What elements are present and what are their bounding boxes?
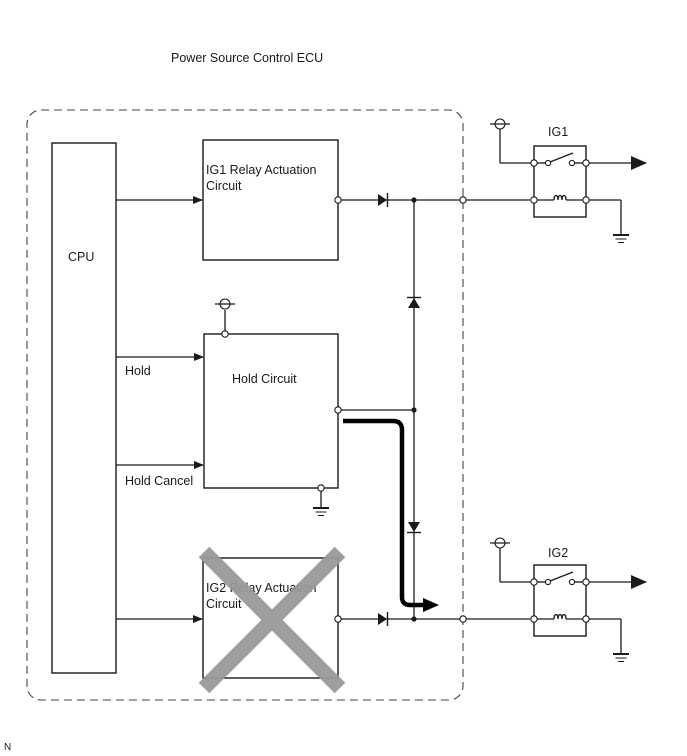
ig2-ground-icon	[589, 618, 629, 662]
ig2-output-line	[334, 615, 530, 623]
ig1-relay-actuation-label-line2: Circuit	[206, 179, 242, 193]
upper-bus-diode-icon	[407, 296, 421, 308]
ig2-relay-actuation-label-line2: Circuit	[206, 597, 242, 611]
ig1-power-source-icon	[490, 118, 534, 164]
ig1-output-line	[334, 196, 530, 204]
current-flow-arrow	[343, 418, 424, 608]
cpu-block	[51, 142, 117, 674]
ig1-switch-icon	[530, 152, 590, 167]
hold-cancel-signal-label: Hold Cancel	[125, 474, 193, 488]
ig1-relay: IG1	[490, 118, 647, 243]
ecu-title: Power Source Control ECU	[171, 51, 323, 65]
ig2-coil-icon	[530, 613, 590, 623]
hold-circuit-block	[203, 333, 339, 489]
ig1-relay-actuation-block	[202, 139, 339, 261]
hold-signal-label: Hold	[125, 364, 151, 378]
ig1-relay-label: IG1	[548, 125, 568, 139]
cpu-label: CPU	[68, 250, 94, 264]
ig2-switch-icon	[530, 571, 590, 586]
failure-cross-icon	[198, 546, 346, 694]
ig2-junction-dot	[411, 616, 417, 622]
ig2-relay-label: IG2	[548, 546, 568, 560]
ig1-ground-icon	[589, 199, 629, 243]
ig2-diode-icon	[378, 612, 389, 626]
hold-output-line	[334, 406, 417, 414]
lower-bus-diode-icon	[407, 522, 421, 534]
ig1-coil-icon	[530, 194, 590, 204]
ig1-diode-icon	[378, 193, 389, 207]
ig2-connector	[459, 615, 467, 623]
current-flow-arrowhead-icon	[423, 598, 439, 612]
hold-circuit-label: Hold Circuit	[232, 372, 297, 386]
hold-power-source-icon	[215, 298, 235, 338]
corner-mark: N	[4, 742, 11, 753]
ig2-power-source-icon	[490, 537, 534, 583]
ig1-relay-actuation-label-line1: IG1 Relay Actuation	[206, 163, 317, 177]
ig1-connector	[459, 196, 467, 204]
ig2-relay: IG2	[490, 537, 647, 662]
hold-ground-icon	[313, 484, 329, 516]
